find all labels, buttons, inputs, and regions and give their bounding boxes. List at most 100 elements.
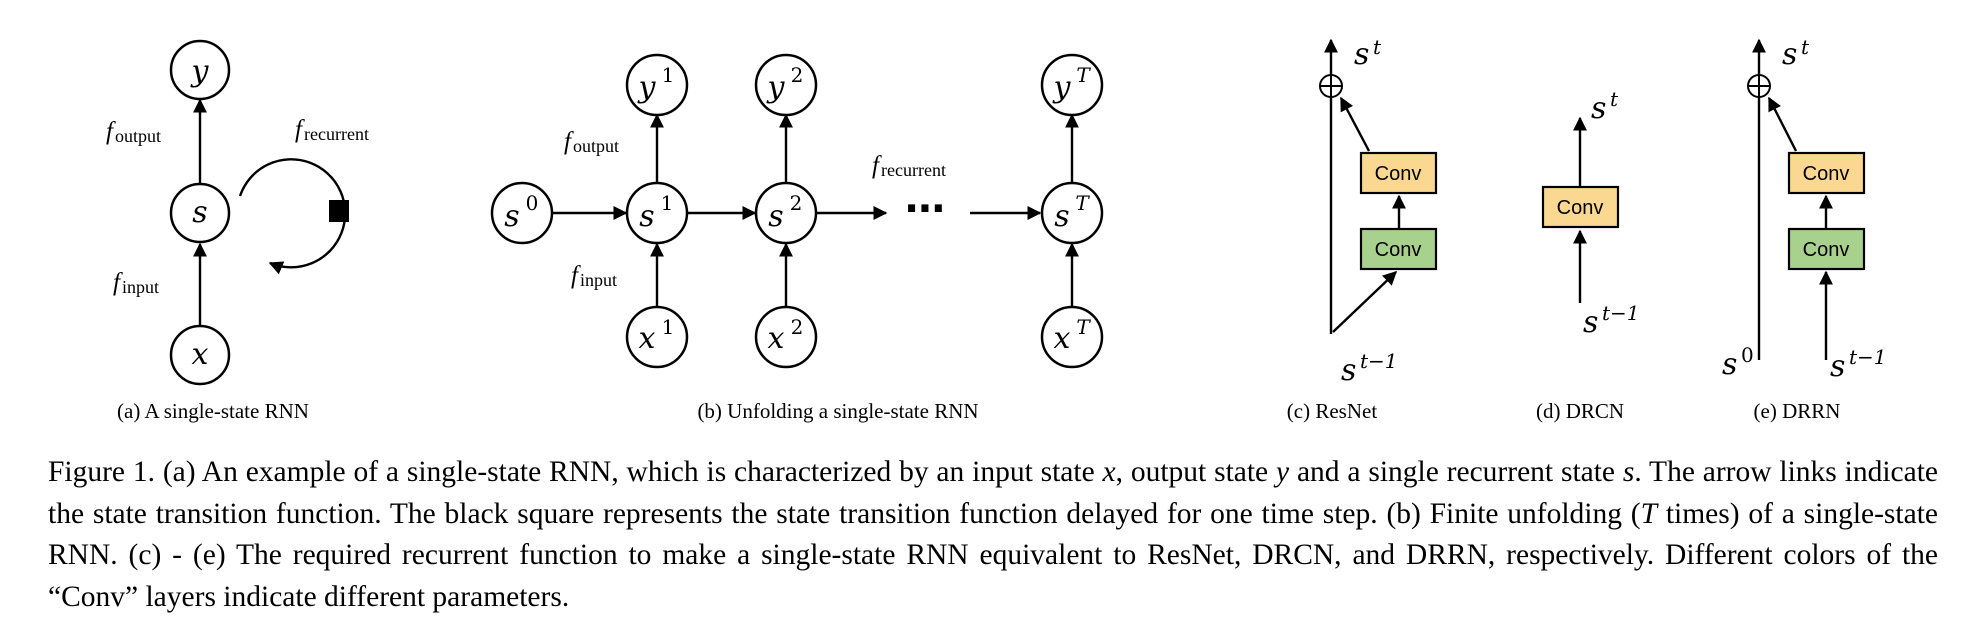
svg-text:output: output bbox=[573, 136, 619, 156]
conv-block bbox=[1541, 185, 1620, 229]
svg-text:t−1: t−1 bbox=[1360, 349, 1398, 373]
label-f-input: f input bbox=[113, 269, 159, 297]
node-yT: y T bbox=[1040, 53, 1104, 117]
svg-text:y: y bbox=[637, 70, 657, 105]
node-sT: s T bbox=[1040, 181, 1104, 245]
svg-text:x: x bbox=[768, 321, 785, 356]
delay-square bbox=[329, 200, 349, 222]
node-y-label: y bbox=[190, 54, 210, 89]
svg-text:s: s bbox=[1583, 305, 1598, 340]
label-s0-e: s 0 bbox=[1722, 343, 1754, 382]
label-st-1-d: s t−1 bbox=[1583, 301, 1640, 340]
panel-e: Conv Conv s t s 0 s t−1 (e) DRRN bbox=[1722, 35, 1887, 423]
svg-text:2: 2 bbox=[791, 315, 804, 339]
svg-text:t−1: t−1 bbox=[1849, 345, 1887, 369]
edge-conv-to-add bbox=[1339, 96, 1371, 152]
svg-text:2: 2 bbox=[790, 191, 803, 215]
svg-text:s: s bbox=[768, 199, 783, 234]
ellipsis: ⋯ bbox=[905, 186, 945, 232]
label-st-d: s t bbox=[1591, 87, 1619, 126]
svg-text:s: s bbox=[1782, 37, 1797, 72]
svg-text:Conv: Conv bbox=[1803, 239, 1850, 261]
node-x2: x 2 bbox=[754, 305, 818, 369]
svg-text:f: f bbox=[113, 269, 123, 296]
node-s2: s 2 bbox=[754, 181, 818, 245]
conv-block-top bbox=[1359, 151, 1438, 195]
svg-text:T: T bbox=[1075, 191, 1090, 215]
subcaption-b: (b) Unfolding a single-state RNN bbox=[697, 399, 978, 423]
subcaption-c: (c) ResNet bbox=[1287, 399, 1378, 423]
node-s1: s 1 bbox=[625, 181, 689, 245]
svg-text:s: s bbox=[639, 199, 654, 234]
svg-text:1: 1 bbox=[662, 315, 675, 339]
label-f-output: f output bbox=[106, 118, 161, 146]
svg-text:Conv: Conv bbox=[1803, 163, 1850, 185]
recurrent-loop bbox=[238, 158, 347, 275]
panel-c: Conv Conv s t s t−1 (c) ResNet bbox=[1287, 35, 1438, 423]
node-s-label: s bbox=[192, 195, 207, 230]
figure-caption: Figure 1. (a) An example of a single-sta… bbox=[48, 456, 1939, 613]
edge-conv-to-add-e bbox=[1767, 96, 1798, 152]
svg-text:T: T bbox=[1076, 315, 1091, 339]
conv-block-top bbox=[1787, 151, 1866, 195]
conv-block-bottom bbox=[1359, 227, 1438, 271]
label-f-output-b: f output bbox=[564, 128, 619, 156]
label-st-1-e: s t−1 bbox=[1830, 345, 1887, 384]
node-xT: x T bbox=[1040, 305, 1104, 369]
label-f-recurrent-b: f recurrent bbox=[872, 152, 946, 180]
svg-text:f: f bbox=[106, 118, 116, 145]
svg-text:Conv: Conv bbox=[1375, 239, 1422, 261]
node-x bbox=[169, 324, 231, 386]
label-st: s t bbox=[1354, 35, 1382, 72]
node-x-label: x bbox=[192, 337, 209, 372]
svg-text:1: 1 bbox=[662, 63, 675, 87]
svg-text:output: output bbox=[115, 126, 161, 146]
svg-text:s: s bbox=[504, 199, 519, 234]
svg-text:y: y bbox=[1052, 70, 1072, 105]
edge-input-to-conv bbox=[1332, 271, 1398, 333]
svg-text:s: s bbox=[1830, 349, 1845, 384]
svg-text:recurrent: recurrent bbox=[881, 160, 946, 180]
svg-text:2: 2 bbox=[791, 63, 804, 87]
node-y2: y 2 bbox=[754, 53, 818, 117]
node-y bbox=[169, 39, 231, 101]
svg-text:s: s bbox=[1354, 37, 1369, 72]
subcaption-e: (e) DRRN bbox=[1754, 399, 1841, 423]
svg-text:s: s bbox=[1054, 199, 1069, 234]
subcaption-d: (d) DRCN bbox=[1536, 399, 1624, 423]
svg-text:s: s bbox=[1722, 347, 1737, 382]
subcaption-a: (a) A single-state RNN bbox=[117, 399, 309, 423]
svg-text:Conv: Conv bbox=[1375, 163, 1422, 185]
label-f-input-b: f input bbox=[571, 262, 617, 290]
conv-block-bottom bbox=[1787, 227, 1866, 271]
node-s bbox=[169, 182, 231, 244]
svg-text:s: s bbox=[1341, 353, 1356, 388]
svg-text:recurrent: recurrent bbox=[304, 124, 369, 144]
svg-text:0: 0 bbox=[526, 191, 539, 215]
svg-text:input: input bbox=[580, 270, 617, 290]
panel-a: y s x f output f input f recurrent (a) A… bbox=[106, 39, 369, 423]
svg-text:f: f bbox=[571, 262, 581, 289]
svg-text:0: 0 bbox=[1741, 343, 1754, 367]
label-st-e: s t bbox=[1782, 35, 1810, 72]
label-st-1: s t−1 bbox=[1341, 349, 1398, 388]
svg-text:f: f bbox=[295, 116, 305, 143]
node-s0: s 0 bbox=[490, 181, 554, 245]
figure-diagram: y s x f output f input f recurrent (a) A… bbox=[106, 35, 1887, 423]
svg-text:input: input bbox=[122, 277, 159, 297]
node-x1: x 1 bbox=[625, 305, 689, 369]
panel-b: ⋯ s 0 s 1 s 2 s T y bbox=[490, 53, 1104, 423]
label-f-recurrent: f recurrent bbox=[295, 116, 369, 144]
svg-text:t: t bbox=[1373, 35, 1382, 59]
svg-text:f: f bbox=[872, 152, 882, 179]
svg-text:x: x bbox=[639, 321, 656, 356]
svg-text:t−1: t−1 bbox=[1602, 301, 1640, 325]
svg-text:1: 1 bbox=[661, 191, 674, 215]
svg-text:t: t bbox=[1610, 87, 1619, 111]
node-y1: y 1 bbox=[625, 53, 689, 117]
panel-d: Conv s t s t−1 (d) DRCN bbox=[1536, 87, 1640, 423]
svg-text:t: t bbox=[1801, 35, 1810, 59]
svg-text:Conv: Conv bbox=[1557, 197, 1604, 219]
svg-text:x: x bbox=[1054, 321, 1071, 356]
svg-text:s: s bbox=[1591, 91, 1606, 126]
